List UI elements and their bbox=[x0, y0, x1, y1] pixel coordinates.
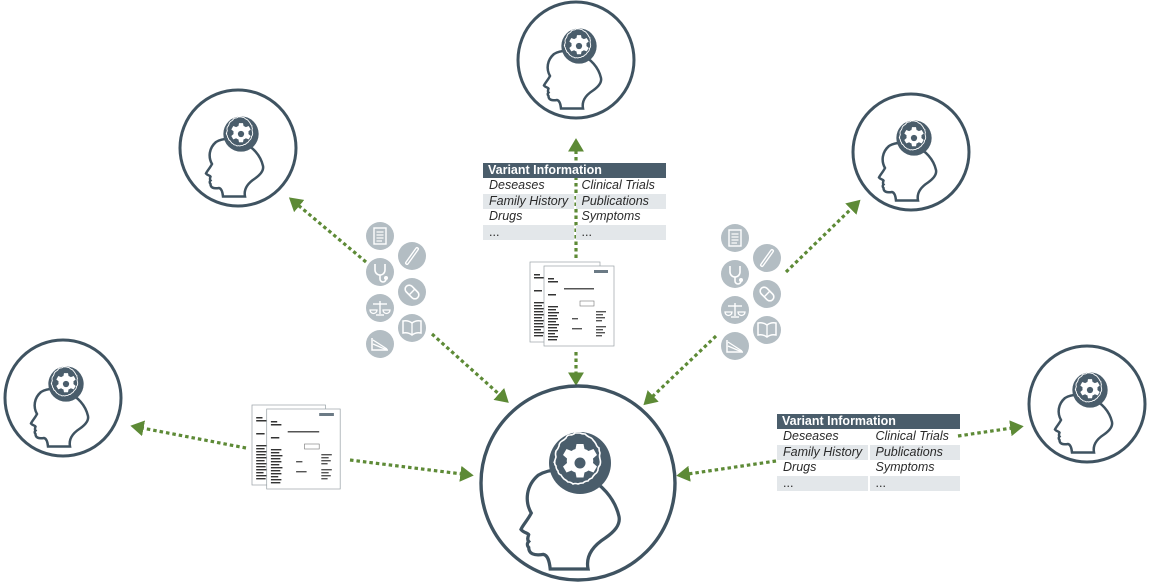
chart-icon bbox=[721, 332, 749, 360]
document-stack-top bbox=[530, 262, 614, 346]
arrow-to-center-from-upper-left bbox=[430, 332, 509, 403]
head-right bbox=[1027, 344, 1147, 464]
table-row: Family History Publications bbox=[777, 444, 960, 460]
pill-icon bbox=[398, 278, 426, 306]
table-cell: Publications bbox=[869, 444, 960, 460]
gear-icon bbox=[560, 27, 598, 65]
table-cell: Clinical Trials bbox=[875, 429, 949, 443]
document-stack-left bbox=[252, 405, 340, 489]
head-top bbox=[516, 0, 636, 120]
gear-icon bbox=[222, 115, 260, 153]
head-center bbox=[479, 384, 677, 582]
document-icon bbox=[721, 224, 749, 252]
table-cell: Publications bbox=[575, 193, 666, 209]
table-cell: Drugs bbox=[489, 209, 523, 223]
arrow-right bbox=[957, 420, 1024, 438]
table-cell: Symptoms bbox=[581, 209, 641, 223]
table-cell: Deseases bbox=[489, 178, 545, 192]
variant-table-top: Variant Information Deseases Clinical Tr… bbox=[483, 163, 666, 240]
head-upper-right bbox=[851, 92, 971, 212]
table-cell: Symptoms bbox=[875, 460, 935, 474]
table-cell: ... bbox=[483, 224, 574, 240]
table-cell: ... bbox=[575, 224, 666, 240]
book-icon bbox=[398, 314, 426, 342]
stethoscope-icon bbox=[366, 258, 394, 286]
gear-icon bbox=[47, 365, 85, 403]
table-cell: Deseases bbox=[783, 429, 839, 443]
table-row: Deseases Clinical Trials bbox=[483, 178, 666, 194]
gear-icon bbox=[548, 431, 612, 495]
icon-cluster-left bbox=[366, 222, 426, 358]
table-cell: ... bbox=[869, 475, 960, 491]
gear-icon bbox=[895, 119, 933, 157]
table-row: Drugs Symptoms bbox=[777, 460, 960, 476]
head-upper-left bbox=[178, 88, 298, 208]
book-icon bbox=[753, 316, 781, 344]
table-row: Family History Publications bbox=[483, 193, 666, 209]
pill-icon bbox=[753, 280, 781, 308]
chart-icon bbox=[366, 330, 394, 358]
balance-scale-icon bbox=[366, 294, 394, 322]
table-cell: Drugs bbox=[783, 460, 817, 474]
arrow-upper-left bbox=[288, 197, 368, 264]
table-row: Drugs Symptoms bbox=[483, 209, 666, 225]
table-cell: ... bbox=[777, 475, 868, 491]
table-cell: Family History bbox=[483, 193, 574, 209]
variant-table-title: Variant Information bbox=[777, 414, 960, 429]
table-row: ... ... bbox=[483, 224, 666, 240]
balance-scale-icon bbox=[721, 296, 749, 324]
variant-table-title: Variant Information bbox=[483, 163, 666, 178]
arrow-upper-right bbox=[784, 199, 861, 274]
head-left bbox=[3, 338, 123, 458]
table-cell: Clinical Trials bbox=[581, 178, 655, 192]
table-cell: Family History bbox=[777, 444, 868, 460]
table-row: ... ... bbox=[777, 475, 960, 491]
arrow-to-center-from-left bbox=[349, 458, 474, 482]
gear-icon bbox=[1071, 371, 1109, 409]
arrow-to-center-from-right bbox=[676, 459, 777, 482]
arrow-to-center-from-upper-right bbox=[643, 334, 718, 406]
stethoscope-icon bbox=[721, 260, 749, 288]
document-icon bbox=[366, 222, 394, 250]
thermometer-icon bbox=[753, 244, 781, 272]
thermometer-icon bbox=[398, 242, 426, 270]
icon-cluster-right bbox=[721, 224, 781, 360]
variant-table-right: Variant Information Deseases Clinical Tr… bbox=[777, 414, 960, 491]
arrow-left bbox=[130, 420, 247, 450]
table-row: Deseases Clinical Trials bbox=[777, 429, 960, 445]
